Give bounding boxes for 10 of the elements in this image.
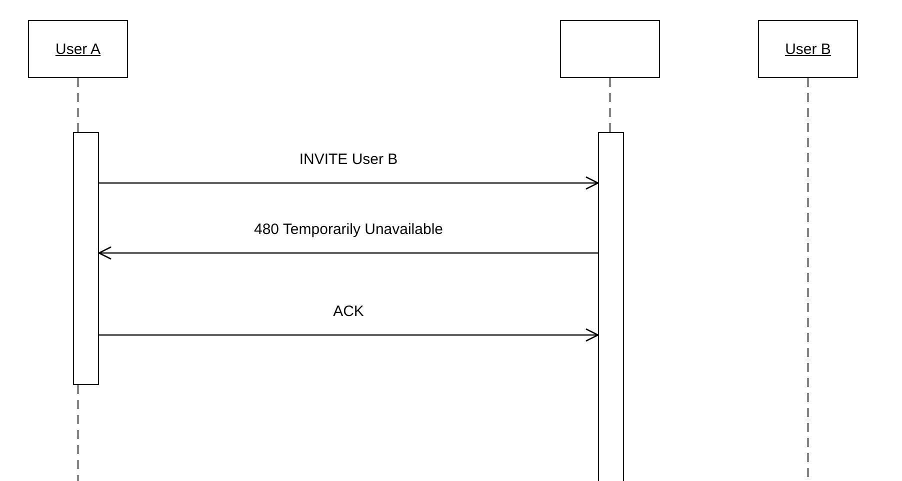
participant-box (560, 20, 660, 78)
message-arrow (99, 176, 599, 190)
participant-box (28, 20, 128, 78)
activation-bar (598, 132, 624, 481)
participant-name: User B (785, 40, 831, 58)
message-arrow (99, 328, 599, 342)
participant-box (758, 20, 858, 78)
participant-name: User A (55, 40, 100, 58)
message-arrow (98, 246, 598, 260)
activation-bar (73, 132, 99, 385)
